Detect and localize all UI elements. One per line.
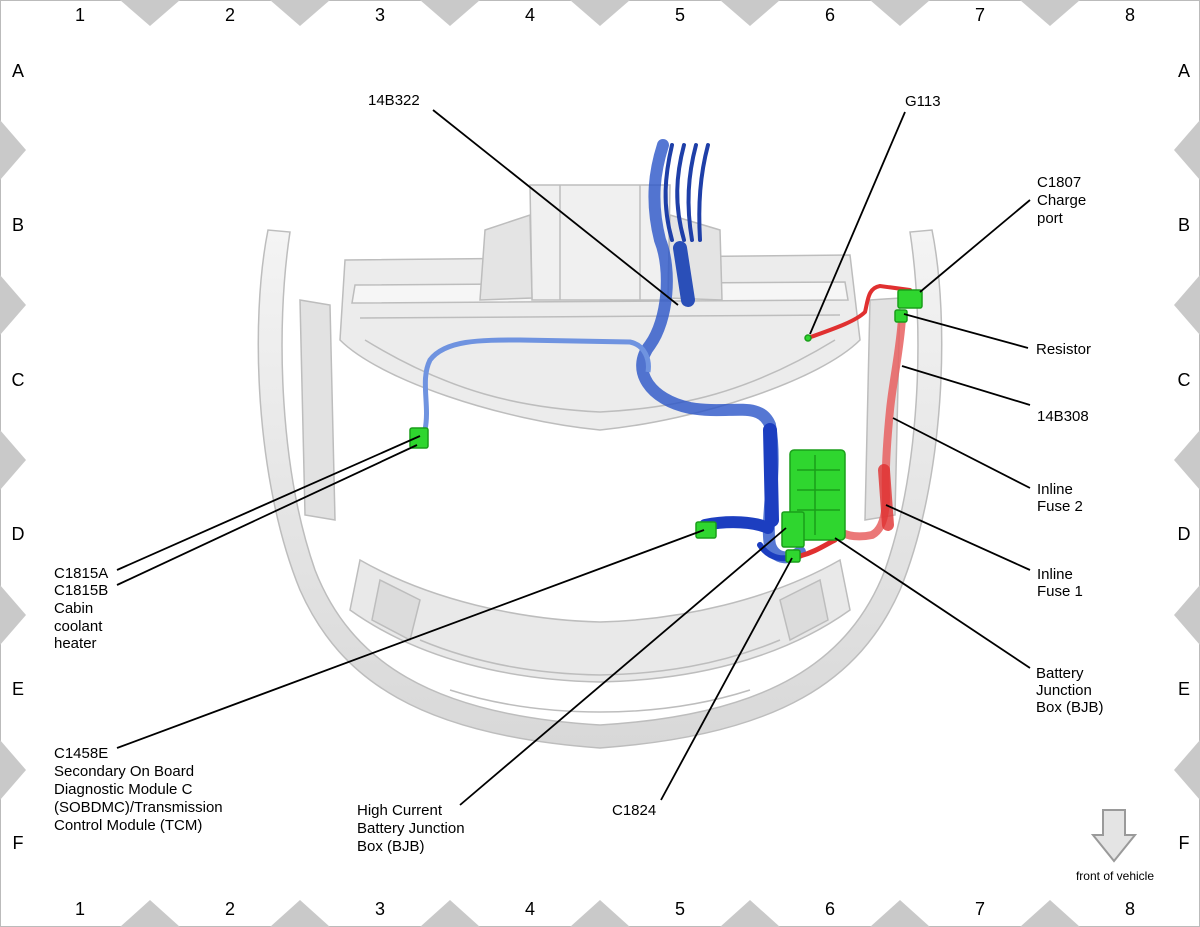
col-label: 3 xyxy=(375,5,385,25)
row-label: E xyxy=(12,679,24,699)
down-arrow-icon xyxy=(1090,809,1138,863)
c1824-connector xyxy=(785,549,801,563)
col-label: 1 xyxy=(75,5,85,25)
col-label: 8 xyxy=(1125,5,1135,25)
grid-row-labels-left: A B C D E F xyxy=(12,61,25,853)
row-label: D xyxy=(1178,524,1191,544)
label-c1458e: C1458E Secondary On Board Diagnostic Mod… xyxy=(54,745,227,834)
label-inline-fuse-1: Inline Fuse 1 xyxy=(1037,566,1083,600)
row-label: F xyxy=(1179,833,1190,853)
col-label: 4 xyxy=(525,5,535,25)
col-label: 1 xyxy=(75,899,85,919)
label-resistor: Resistor xyxy=(1036,341,1091,358)
label-c1824: C1824 xyxy=(612,802,656,819)
col-label: 5 xyxy=(675,5,685,25)
resistor-connector xyxy=(894,309,908,323)
row-label: D xyxy=(12,524,25,544)
grid-column-labels-top: 1 2 3 4 5 6 7 8 xyxy=(75,5,1135,25)
col-label: 4 xyxy=(525,899,535,919)
c1458e-connector xyxy=(695,521,717,539)
label-c1807: C1807 Charge port xyxy=(1037,174,1090,227)
col-label: 6 xyxy=(825,5,835,25)
label-inline-fuse-2: Inline Fuse 2 xyxy=(1037,481,1083,515)
label-14b322: 14B322 xyxy=(368,92,420,109)
col-label: 2 xyxy=(225,899,235,919)
c1807-connector xyxy=(897,289,923,309)
harness-cabin-heater xyxy=(422,337,651,431)
row-label: B xyxy=(12,215,24,235)
g113-ground xyxy=(804,334,812,342)
callouts: 14B322 G113 C1807 Charge port Resistor 1… xyxy=(54,92,1104,855)
col-label: 7 xyxy=(975,899,985,919)
col-label: 5 xyxy=(675,899,685,919)
col-label: 8 xyxy=(1125,899,1135,919)
row-label: F xyxy=(13,833,24,853)
row-label: E xyxy=(1178,679,1190,699)
label-bjb: Battery Junction Box (BJB) xyxy=(1036,665,1104,716)
front-of-vehicle-label: front of vehicle xyxy=(1076,869,1154,883)
harness-14b322 xyxy=(636,139,806,564)
front-of-vehicle-indicator: front of vehicle xyxy=(1076,809,1154,883)
green-components xyxy=(409,289,923,563)
label-14b308: 14B308 xyxy=(1037,408,1089,425)
row-label: C xyxy=(12,370,25,390)
col-label: 6 xyxy=(825,899,835,919)
label-g113: G113 xyxy=(905,93,941,110)
row-label: A xyxy=(12,61,24,81)
leader-lines xyxy=(116,109,1031,806)
row-label: C xyxy=(1178,370,1191,390)
harness-14b308 xyxy=(797,283,912,559)
col-label: 3 xyxy=(375,899,385,919)
row-label: B xyxy=(1178,215,1190,235)
col-label: 2 xyxy=(225,5,235,25)
grid-row-labels-right: A B C D E F xyxy=(1178,61,1191,853)
col-label: 7 xyxy=(975,5,985,25)
c1815-connector xyxy=(409,427,429,449)
row-label: A xyxy=(1178,61,1190,81)
grid-column-labels-bottom: 1 2 3 4 5 6 7 8 xyxy=(75,899,1135,919)
label-high-current-bjb: High Current Battery Junction Box (BJB) xyxy=(357,802,469,855)
label-c1815: C1815A C1815B Cabin coolant heater xyxy=(54,565,112,652)
